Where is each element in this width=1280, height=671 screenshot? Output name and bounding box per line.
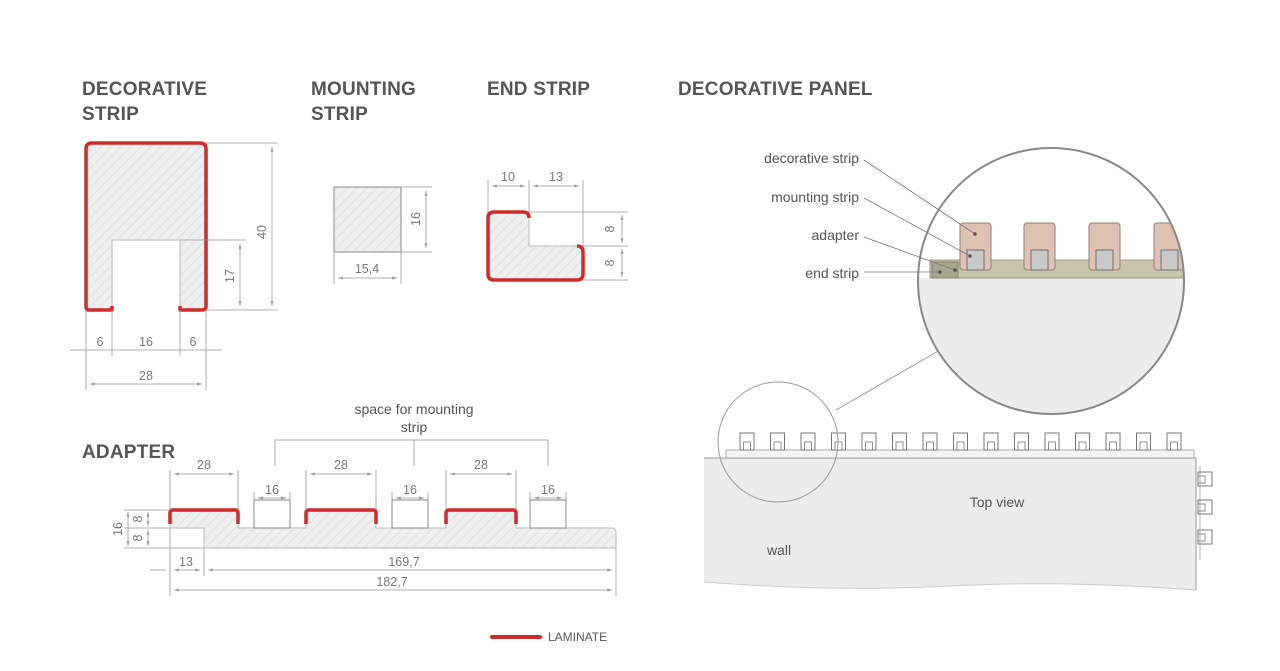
dim-mounting-height: 16: [409, 212, 423, 226]
top-view-strip: [770, 432, 785, 451]
dim-adapter-offset: 13: [179, 555, 193, 569]
heading-decorative-strip-line1: DECORATIVE: [82, 79, 208, 100]
dim-adapter-total-height: 16: [111, 522, 125, 536]
adapter-laminate-3: [444, 508, 518, 524]
dim-adapter-lower-height: 8: [131, 534, 145, 541]
dim-end-upper-height: 8: [603, 225, 617, 232]
wall-wavy-edge: [703, 581, 1197, 591]
adapter-space-label-line1: space for mounting: [354, 401, 473, 417]
wall-area: [704, 458, 1196, 590]
top-view-strip: [861, 432, 877, 451]
mounting-strip-drawing: 16 15,4: [333, 186, 432, 284]
top-view-side-strip: [1197, 499, 1213, 515]
adapter-mount-slot-2: [391, 499, 429, 529]
dim-adapter-gap-3: 16: [541, 483, 555, 497]
top-view-adapter-bar: [725, 449, 1195, 459]
dim-decorative-left-leg: 6: [97, 335, 104, 349]
label-adapter: adapter: [812, 227, 860, 243]
top-view-strips: [739, 432, 1182, 451]
mounting-strip-profile: [333, 186, 402, 253]
dim-adapter-width-3: 28: [474, 458, 488, 472]
end-strip-profile: [487, 211, 584, 281]
decorative-strip-laminate: [84, 141, 208, 312]
adapter-laminate-1: [168, 508, 240, 524]
top-view-strip: [1044, 432, 1060, 451]
top-view-strip: [892, 432, 907, 451]
dim-decorative-height: 40: [255, 225, 269, 239]
dim-adapter-inner-length: 169,7: [388, 555, 419, 569]
top-view-side-strip: [1197, 529, 1213, 545]
top-view-strip: [983, 432, 999, 451]
adapter-space-label-line2: strip: [401, 419, 428, 435]
adapter-drawing: space for mounting strip 28 28 28 16 16 …: [111, 401, 617, 596]
decorative-panel-top-view: Top view wall: [703, 349, 1213, 591]
zoom-decorative-strip: [959, 222, 992, 271]
top-view-strip: [800, 432, 816, 451]
dim-decorative-total-width: 28: [139, 369, 153, 383]
zoom-source-circle: [717, 381, 839, 503]
zoom-circle: [917, 147, 1185, 415]
heading-mounting-strip-line1: MOUNTING: [311, 79, 417, 100]
top-view-side-strips: [1197, 471, 1213, 545]
label-decorative-strip: decorative strip: [764, 150, 859, 166]
zoom-decorative-strip: [1088, 222, 1121, 271]
zoom-decorative-strip: [1023, 222, 1056, 271]
heading-adapter: ADAPTER: [82, 442, 176, 463]
legend: LAMINATE: [490, 630, 607, 644]
label-mounting-strip: mounting strip: [771, 189, 859, 205]
end-strip-laminate: [486, 210, 585, 282]
top-view-side-strip: [1197, 471, 1213, 487]
dim-decorative-slot-depth: 17: [223, 269, 237, 283]
label-top-view: Top view: [970, 494, 1025, 510]
label-wall: wall: [766, 542, 791, 558]
dim-end-left-width: 10: [501, 170, 515, 184]
decorative-strip-profile: [85, 142, 207, 311]
top-view-strip: [953, 432, 968, 451]
decorative-panel-zoom: decorative strip mounting strip adapter …: [764, 147, 1185, 415]
zoom-end-strip: [931, 261, 959, 279]
top-view-strip: [831, 432, 846, 451]
top-view-strip: [1166, 432, 1182, 451]
decorative-strip-drawing: 40 17 6 16 6 28: [70, 141, 278, 390]
dim-adapter-width-1: 28: [197, 458, 211, 472]
zoom-strips: [959, 222, 1184, 271]
legend-laminate-label: LAMINATE: [548, 630, 607, 644]
dim-decorative-slot-width: 16: [139, 335, 153, 349]
dim-adapter-total-length: 182,7: [376, 575, 407, 589]
heading-end-strip: END STRIP: [487, 79, 591, 100]
dim-decorative-right-leg: 6: [190, 335, 197, 349]
adapter-mount-slot-1: [253, 499, 291, 529]
dim-mounting-width: 15,4: [355, 262, 379, 276]
heading-mounting-strip-line2: STRIP: [311, 104, 368, 125]
dim-adapter-width-2: 28: [334, 458, 348, 472]
dim-end-right-width: 13: [549, 170, 563, 184]
top-view-strip: [922, 432, 938, 451]
dim-adapter-gap-2: 16: [403, 483, 417, 497]
top-view-strip: [1014, 432, 1029, 451]
zoom-connector-line: [835, 349, 941, 411]
top-view-strip: [1136, 432, 1151, 451]
end-strip-drawing: 10 13 8 8: [486, 170, 628, 282]
adapter-laminate-2: [304, 508, 378, 524]
dim-adapter-gap-1: 16: [265, 483, 279, 497]
dim-end-lower-height: 8: [603, 259, 617, 266]
top-view-strip: [1105, 432, 1121, 451]
heading-decorative-strip: DECORATIVE STRIP: [82, 77, 207, 127]
heading-mounting-strip: MOUNTING STRIP: [311, 77, 416, 127]
heading-decorative-panel: DECORATIVE PANEL: [678, 79, 873, 100]
adapter-mount-slot-3: [529, 499, 567, 529]
top-view-strip: [739, 432, 755, 451]
top-view-strip: [1075, 432, 1090, 451]
heading-decorative-strip-line2: STRIP: [82, 104, 139, 125]
label-end-strip: end strip: [805, 265, 859, 281]
dim-adapter-upper-height: 8: [131, 515, 145, 522]
